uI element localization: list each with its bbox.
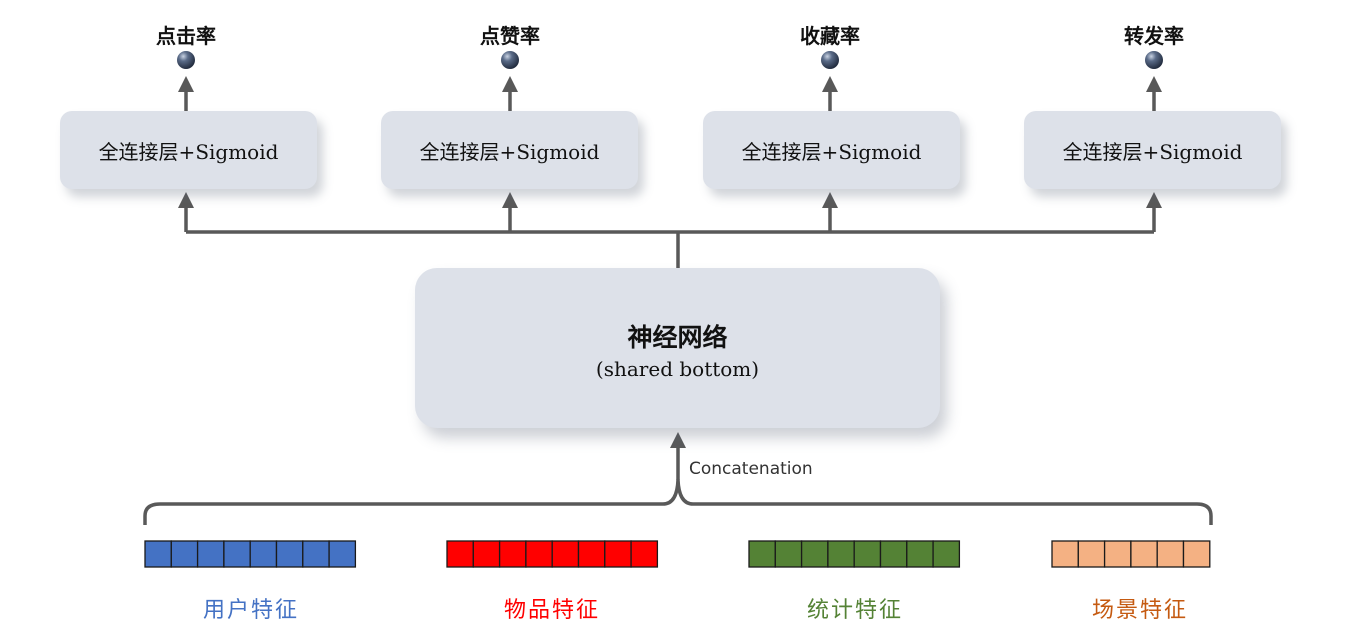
feature-cell: [144, 540, 172, 568]
feature-cell: [1051, 540, 1079, 568]
output-node-4: [1145, 51, 1163, 69]
feature-cell: [774, 540, 803, 568]
feature-cell: [1103, 540, 1132, 568]
head-box-ctr: 全连接层+Sigmoid: [60, 111, 317, 189]
feature-cell: [525, 540, 553, 568]
feature-cell: [853, 540, 882, 568]
feature-cell: [1182, 540, 1211, 568]
feature-cell: [879, 540, 908, 568]
feature-label-context: 场景特征: [1091, 598, 1188, 623]
feature-cell: [906, 540, 934, 568]
feature-cell: [748, 540, 776, 568]
output-label-favorite-rate: 收藏率: [800, 24, 860, 48]
head-box-label: 全连接层+Sigmoid: [419, 139, 600, 164]
shared-bottom-title: 神经网络: [627, 323, 728, 352]
feature-vector-item: [446, 540, 659, 568]
concatenation-label: Concatenation: [689, 459, 813, 479]
concat-brace: [143, 478, 1213, 525]
feature-cell: [827, 540, 855, 568]
output-node-3: [821, 51, 839, 69]
output-node-1: [177, 51, 195, 69]
shared-bottom-subtitle: (shared bottom): [595, 357, 760, 381]
feature-cell: [800, 540, 829, 568]
head-box-like-rate: 全连接层+Sigmoid: [381, 111, 638, 189]
feature-vector-user: [144, 540, 357, 568]
feature-label-user: 用户特征: [202, 598, 299, 623]
feature-cell: [446, 540, 474, 568]
head-box-favorite-rate: 全连接层+Sigmoid: [703, 111, 960, 189]
feature-cell: [932, 540, 961, 568]
feature-label-item: 物品特征: [503, 598, 600, 623]
feature-cell: [302, 540, 330, 568]
feature-cell: [223, 540, 251, 568]
feature-cell: [551, 540, 580, 568]
feature-cell: [577, 540, 606, 568]
head-box-label: 全连接层+Sigmoid: [98, 139, 279, 164]
head-box-share-rate: 全连接层+Sigmoid: [1024, 111, 1281, 189]
feature-cell: [196, 540, 225, 568]
feature-cell: [1130, 540, 1158, 568]
feature-cell: [472, 540, 501, 568]
feature-cell: [630, 540, 659, 568]
feature-cell: [328, 540, 357, 568]
output-label-like-rate: 点赞率: [480, 24, 540, 48]
output-nodes: [177, 51, 1163, 69]
shared-bottom-box: 神经网络 (shared bottom): [415, 268, 940, 428]
feature-cell: [1156, 540, 1185, 568]
feature-cell: [275, 540, 304, 568]
arrowheads: [178, 76, 1162, 448]
output-label-share-rate: 转发率: [1124, 24, 1184, 48]
feature-cell: [170, 540, 199, 568]
feature-vectors: [144, 540, 1211, 568]
head-box-label: 全连接层+Sigmoid: [1062, 139, 1243, 164]
feature-cell: [249, 540, 278, 568]
feature-label-stats: 统计特征: [806, 598, 903, 623]
output-node-2: [501, 51, 519, 69]
feature-cell: [498, 540, 527, 568]
head-box-label: 全连接层+Sigmoid: [741, 139, 922, 164]
output-label-ctr: 点击率: [156, 24, 216, 48]
feature-cell: [1077, 540, 1106, 568]
feature-cell: [604, 540, 632, 568]
feature-vector-stats: [748, 540, 961, 568]
feature-vector-context: [1051, 540, 1211, 568]
